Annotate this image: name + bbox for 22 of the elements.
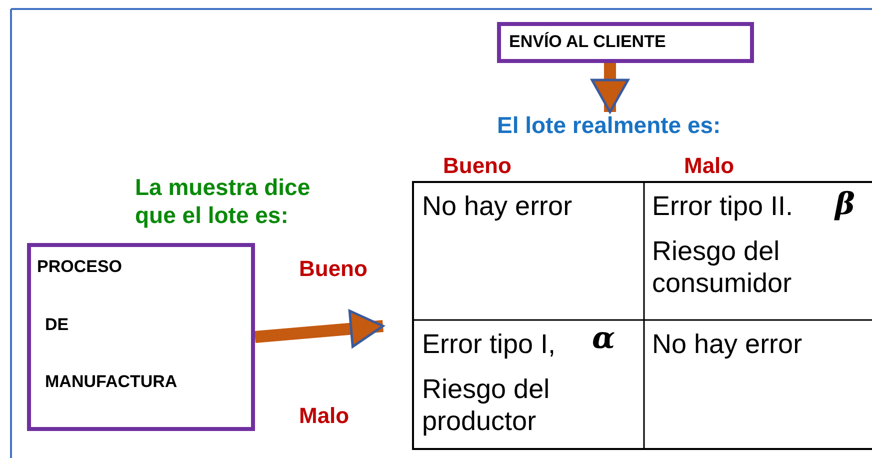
box-label: ENVÍO AL CLIENTE (509, 32, 666, 52)
block-arrow (254, 310, 384, 348)
heading-text: El lote realmente es: (497, 112, 767, 142)
column-header: Bueno (443, 153, 512, 180)
cell-text: Error tipo II. (652, 190, 794, 222)
greek-symbol: α (592, 324, 616, 354)
cell-text: Riesgo del consumidor (652, 235, 793, 300)
box-label: DE (45, 315, 69, 335)
row-header: Bueno (299, 256, 368, 282)
box-label: PROCESO (37, 257, 122, 277)
row-header: Malo (299, 403, 350, 430)
process-box (497, 22, 754, 63)
cell-text: No hay error (422, 190, 572, 222)
cell-text: No hay error (652, 328, 802, 360)
greek-symbol: β (835, 190, 855, 220)
box-label: MANUFACTURA (45, 372, 178, 392)
axis-heading: La muestra dice que el lote es: (135, 174, 312, 230)
cell-text: Error tipo I, (422, 328, 556, 360)
cell-text: Riesgo del productor (422, 373, 551, 438)
column-header: Malo (684, 153, 734, 180)
process-box (27, 243, 255, 431)
block-arrow (590, 63, 630, 114)
